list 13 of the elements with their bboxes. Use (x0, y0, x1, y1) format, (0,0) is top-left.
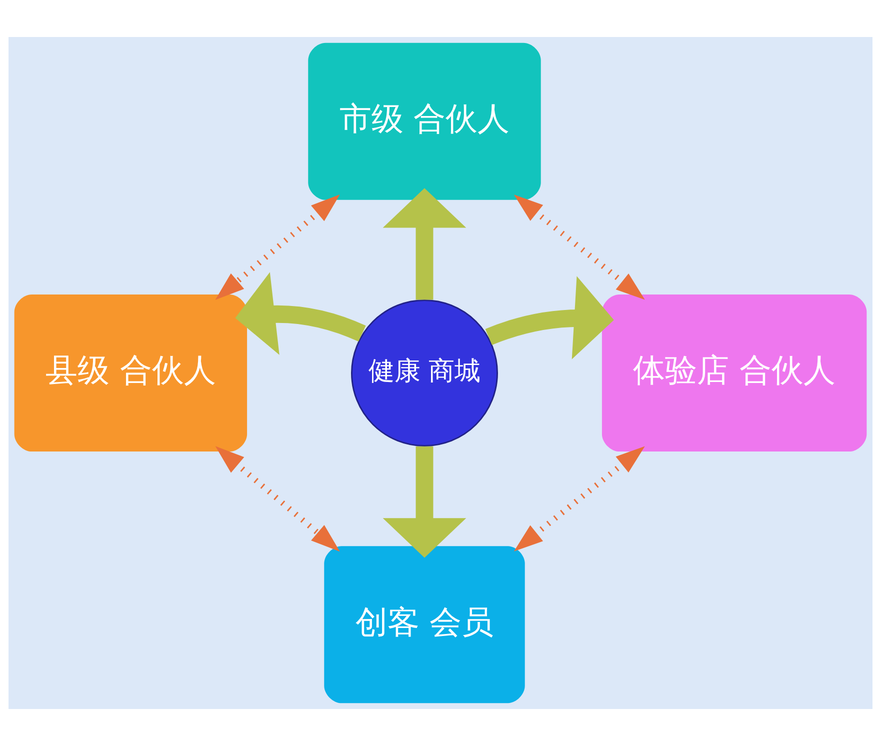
node-box: 市级 合伙人 (308, 42, 541, 200)
node-box: 体验店 合伙人 (602, 294, 867, 452)
node-box: 县级 合伙人 (14, 294, 248, 452)
arrow (215, 194, 340, 300)
arrow (382, 188, 466, 300)
arrow (514, 194, 645, 300)
arrow (235, 272, 366, 355)
arrow (514, 446, 645, 552)
arrow (382, 446, 466, 558)
node-circle: 健康 商城 (351, 300, 498, 446)
node-box: 创客 会员 (324, 546, 525, 704)
arrow (215, 446, 340, 552)
arrow (485, 276, 614, 360)
